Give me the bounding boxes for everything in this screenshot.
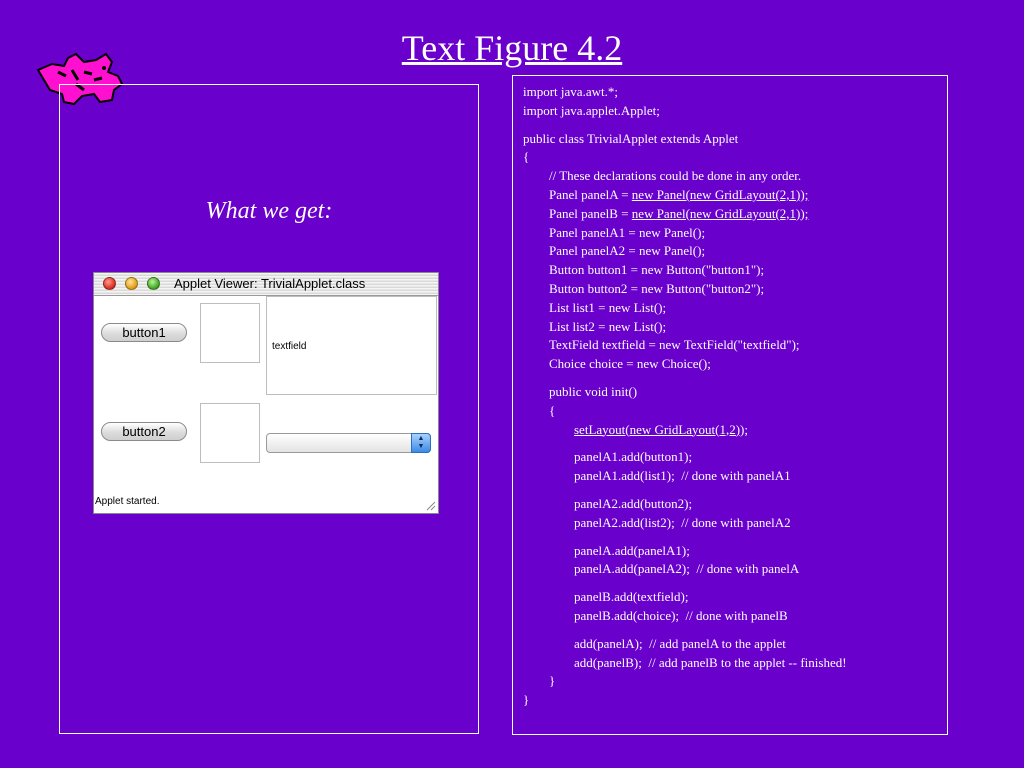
code-line: { — [523, 149, 530, 165]
code-line: panelA2.add(button2); — [574, 495, 693, 511]
code-line: panelB.add(choice); // done with panelB — [574, 607, 788, 623]
list1[interactable] — [200, 303, 260, 363]
code-line: panelA.add(panelA2); // done with panelA — [574, 561, 800, 577]
code-text: Panel panelB = — [549, 205, 632, 221]
code-panel: import java.awt.*; import java.applet.Ap… — [512, 75, 948, 735]
code-underlined: new Panel(new GridLayout(2,1)); — [631, 205, 809, 221]
dropdown-arrows-icon: ▲▼ — [411, 433, 431, 453]
close-window-icon[interactable] — [103, 277, 116, 290]
code-text: Panel panelA = — [549, 186, 632, 202]
output-panel: What we get: — [59, 84, 479, 734]
code-line: panelA1.add(list1); // done with panelA1 — [574, 468, 791, 484]
list2[interactable] — [200, 403, 260, 463]
window-title: Applet Viewer: TrivialApplet.class — [174, 276, 366, 291]
resize-grip-icon[interactable] — [424, 499, 436, 511]
code-line: Panel panelA2 = new Panel(); — [549, 243, 706, 259]
textfield-input[interactable]: textfield — [266, 296, 437, 395]
code-line: add(panelB); // add panelB to the applet… — [574, 654, 847, 670]
code-underlined: new Panel(new GridLayout(2,1)); — [631, 186, 809, 202]
code-line: } — [523, 692, 530, 708]
code-line: Panel panelB = new Panel(new GridLayout(… — [523, 205, 847, 224]
code-line: Choice choice = new Choice(); — [549, 356, 711, 372]
textfield-value: textfield — [272, 341, 307, 352]
code-line: panelA2.add(list2); // done with panelA2 — [574, 514, 791, 530]
code-line: // These declarations could be done in a… — [549, 168, 802, 184]
applet-window: Applet Viewer: TrivialApplet.class butto… — [93, 272, 439, 514]
window-titlebar[interactable]: Applet Viewer: TrivialApplet.class — [94, 273, 438, 296]
code-line: List list2 = new List(); — [549, 318, 667, 334]
code-line: Panel panelA1 = new Panel(); — [549, 224, 706, 240]
slide-title: Text Figure 4.2 — [401, 28, 623, 68]
zoom-window-icon[interactable] — [147, 277, 160, 290]
code-line: panelA1.add(button1); — [574, 449, 693, 465]
applet-status: Applet started. — [95, 496, 160, 507]
code-line: public void init() — [549, 383, 638, 399]
choice-dropdown[interactable]: ▲▼ — [266, 433, 431, 453]
code-line: panelB.add(textfield); — [574, 589, 689, 605]
code-line: public class TrivialApplet extends Apple… — [523, 130, 739, 146]
code-line: { — [549, 402, 556, 418]
code-line: Button button1 = new Button("button1"); — [549, 262, 765, 278]
code-line: add(panelA); // add panelA to the applet — [574, 635, 786, 651]
code-line: setLayout(new GridLayout(1,2)); — [574, 421, 749, 437]
button2[interactable]: button2 — [101, 422, 187, 441]
code-line: panelA.add(panelA1); — [574, 542, 690, 558]
output-caption: What we get: — [205, 198, 333, 224]
code-line: Panel panelA = new Panel(new GridLayout(… — [523, 186, 847, 205]
button1[interactable]: button1 — [101, 323, 187, 342]
code-line: import java.applet.Applet; — [523, 102, 660, 118]
code-listing: import java.awt.*; import java.applet.Ap… — [523, 83, 847, 710]
code-line: } — [549, 673, 556, 689]
code-line: Button button2 = new Button("button2"); — [549, 280, 765, 296]
code-line: List list1 = new List(); — [549, 299, 667, 315]
code-line: TextField textfield = new TextField("tex… — [549, 337, 800, 353]
minimize-window-icon[interactable] — [125, 277, 138, 290]
code-line: import java.awt.*; — [523, 84, 618, 99]
